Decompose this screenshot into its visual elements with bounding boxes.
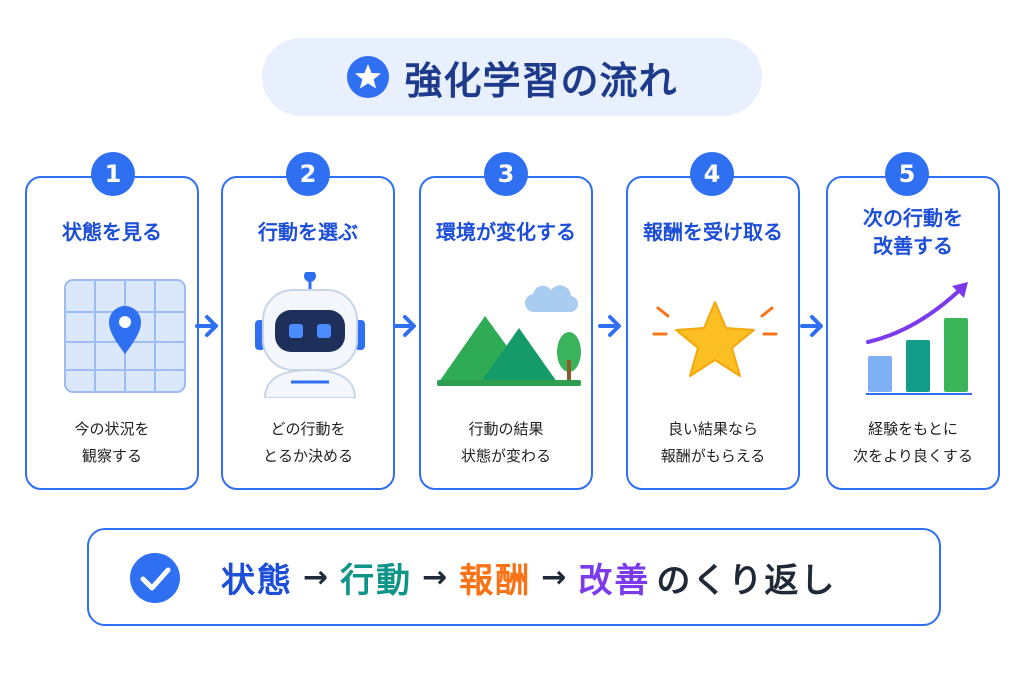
star-sparkle-icon bbox=[652, 301, 778, 377]
summary-text: 状態 → 行動 → 報酬 → 改善 のくり返し bbox=[221, 530, 836, 624]
check-circle-icon bbox=[130, 553, 180, 603]
star-icon bbox=[347, 56, 390, 98]
summary-box: 状態 → 行動 → 報酬 → 改善 のくり返し bbox=[87, 528, 941, 626]
growth-chart-icon bbox=[866, 282, 972, 395]
step-number-badge-4: 4 bbox=[690, 152, 734, 196]
step-title: 状態を見る bbox=[62, 220, 162, 244]
arrow-right-icon bbox=[195, 315, 218, 337]
summary-arrow: → bbox=[422, 559, 450, 595]
summary-term-improve: 改善 bbox=[578, 560, 651, 601]
arrow-right-icon bbox=[800, 315, 823, 337]
step-description: どの行動を とるか決める bbox=[262, 420, 353, 465]
step-title: 環境が変化する bbox=[436, 220, 576, 244]
step-card-4: 報酬を受け取る 良い結果なら 報酬がもらえる bbox=[626, 176, 800, 490]
step-card-2: 行動を選ぶ どの行動を とるか決める bbox=[221, 176, 395, 490]
step-title: 行動を選ぶ bbox=[258, 220, 358, 244]
mountain-landscape-icon bbox=[437, 285, 581, 386]
map-pin-icon bbox=[64, 279, 186, 393]
step-description: 行動の結果 状態が変わる bbox=[460, 420, 551, 465]
step-card-5: 次の行動を 改善する 経験をもとに 次をより良くする bbox=[826, 176, 1000, 490]
step-card-1: 状態を見る 今の状況を 観察する bbox=[25, 176, 199, 490]
summary-term-state: 状態 bbox=[221, 560, 293, 601]
summary-arrow: → bbox=[541, 559, 569, 595]
step-card-3: 環境が変化する 行動の結果 状態が変わる bbox=[419, 176, 593, 490]
title-banner: 強化学習の流れ bbox=[262, 38, 762, 116]
arrow-right-icon bbox=[393, 315, 416, 337]
step-title: 次の行動を 改善する bbox=[863, 206, 963, 258]
robot-icon bbox=[255, 272, 365, 398]
step-title: 報酬を受け取る bbox=[643, 220, 783, 244]
summary-suffix: のくり返し bbox=[656, 560, 837, 601]
step-number-badge-2: 2 bbox=[286, 152, 330, 196]
summary-arrow: → bbox=[303, 559, 331, 595]
step-description: 経験をもとに 次をより良くする bbox=[853, 420, 973, 465]
step-description: 今の状況を 観察する bbox=[74, 420, 150, 465]
summary-term-action: 行動 bbox=[340, 560, 413, 601]
summary-term-reward: 報酬 bbox=[459, 560, 532, 601]
arrow-right-icon bbox=[598, 315, 621, 337]
step-description: 良い結果なら 報酬がもらえる bbox=[660, 420, 766, 465]
step-number-badge-1: 1 bbox=[91, 152, 135, 196]
step-number-badge-3: 3 bbox=[484, 152, 528, 196]
page-title: 強化学習の流れ bbox=[404, 58, 678, 103]
step-number-badge-5: 5 bbox=[885, 152, 929, 196]
